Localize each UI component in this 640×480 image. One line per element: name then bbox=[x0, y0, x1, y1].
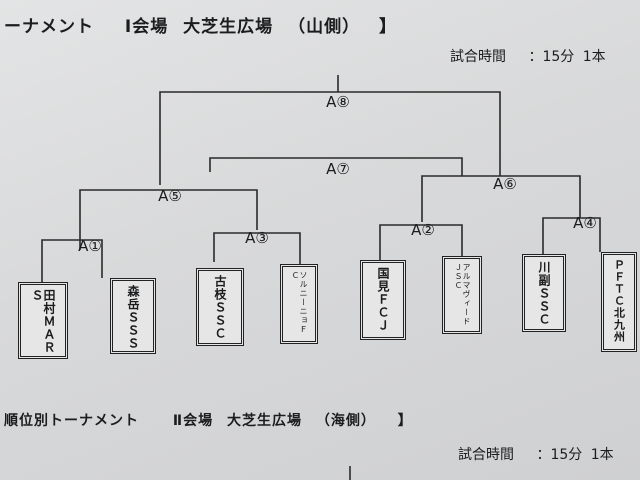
match-a4-label: A④ bbox=[573, 214, 597, 232]
match-time-value: ：15分 bbox=[528, 49, 575, 65]
section2-venue: 大芝生広場 bbox=[226, 413, 302, 429]
team-name: アルマヴィードＪＳＣ bbox=[454, 263, 471, 326]
match-time-bottom: 試合時間 ：15分 1本 bbox=[458, 444, 614, 464]
header-bracket-close: 】 bbox=[379, 17, 398, 37]
match-a1-label: A① bbox=[78, 237, 102, 255]
header-venue: 大芝生広場 bbox=[183, 17, 274, 37]
match-a5-label: A⑤ bbox=[158, 187, 182, 205]
section2-header: 順位別トーナメント Ⅱ会場 大芝生広場 （海側） 】 bbox=[4, 410, 413, 430]
team-box-4: ソルニーニョＦＣ bbox=[280, 264, 318, 344]
match-time-value: ：15分 bbox=[536, 447, 583, 463]
section2-hall: Ⅱ会場 bbox=[172, 413, 214, 429]
header-hall: Ⅰ会場 bbox=[124, 17, 169, 37]
team-box-5: 国見ＦＣＪ bbox=[360, 260, 406, 340]
team-box-8: ＰＦＴＣ北九州 bbox=[601, 252, 637, 352]
tournament-header: ーナメント Ⅰ会場 大芝生広場 （山側） 】 bbox=[4, 12, 397, 37]
match-a7-label: A⑦ bbox=[326, 160, 350, 178]
match-time-suffix: 1本 bbox=[590, 447, 614, 463]
team-box-1: 田村ＭＡＲＳ bbox=[18, 282, 68, 359]
team-box-6: アルマヴィードＪＳＣ bbox=[442, 256, 482, 334]
match-time-label: 試合時間 bbox=[450, 49, 506, 65]
section2-title: 順位別トーナメント bbox=[4, 413, 139, 429]
team-name: ＰＦＴＣ北九州 bbox=[612, 259, 626, 343]
section2-side: （海側） bbox=[315, 413, 376, 429]
match-a8-label: A⑧ bbox=[326, 93, 350, 111]
match-time-top: 試合時間 ：15分 1本 bbox=[450, 46, 606, 66]
match-a2-label: A② bbox=[411, 221, 435, 239]
section2-bracket-close: 】 bbox=[397, 413, 413, 429]
team-box-2: 森岳ＳＳＳ bbox=[110, 278, 156, 354]
team-name: 田村ＭＡＲＳ bbox=[30, 289, 56, 354]
team-box-7: 川副ＳＳＣ bbox=[522, 254, 566, 332]
team-name: ソルニーニョＦＣ bbox=[291, 271, 308, 334]
team-box-3: 古枝ＳＳＣ bbox=[196, 268, 244, 346]
header-side: （山側） bbox=[288, 17, 361, 37]
team-name: 古枝ＳＳＣ bbox=[213, 275, 227, 340]
match-time-label: 試合時間 bbox=[458, 447, 514, 463]
match-a6-label: A⑥ bbox=[493, 175, 517, 193]
header-prefix: ーナメント bbox=[4, 17, 94, 37]
team-name: 川副ＳＳＣ bbox=[537, 261, 551, 326]
team-name: 森岳ＳＳＳ bbox=[126, 285, 140, 350]
match-time-suffix: 1本 bbox=[582, 49, 606, 65]
match-a3-label: A③ bbox=[245, 229, 269, 247]
team-name: 国見ＦＣＪ bbox=[376, 267, 390, 332]
